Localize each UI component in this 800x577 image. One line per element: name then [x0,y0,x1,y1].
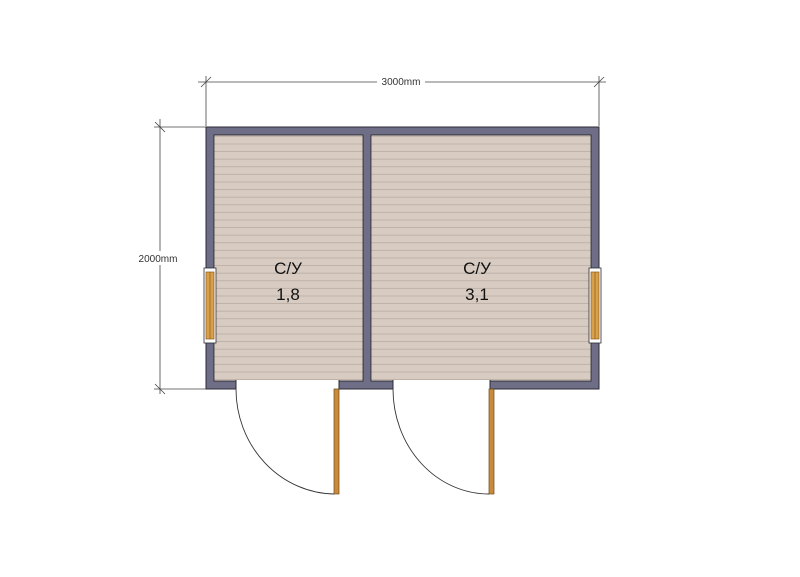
door-swing-arc-2 [392,388,490,495]
room-1-area: 1,8 [276,285,300,304]
door-jambs-1 [235,380,340,389]
door-2 [392,388,495,495]
width-label: 3000mm [382,77,421,88]
room-2-name: С/У [463,259,491,278]
door-opening-1 [236,380,339,390]
door-1 [235,388,340,495]
door-leaf-2 [488,388,495,495]
width-label-bg [377,75,425,88]
height-label-bg [134,251,184,265]
door-swing-arc-1 [235,388,335,495]
floor-room-1 [213,134,364,382]
room-1-name: С/У [274,259,302,278]
height-label: 2000mm [139,254,178,265]
floor-room-2 [370,134,592,382]
room-2-area: 3,1 [465,285,489,304]
door-opening-2 [393,380,490,390]
door-jambs-2 [392,380,491,389]
window-left [203,267,217,344]
door-leaf-1 [333,388,340,495]
window-right [588,267,602,344]
